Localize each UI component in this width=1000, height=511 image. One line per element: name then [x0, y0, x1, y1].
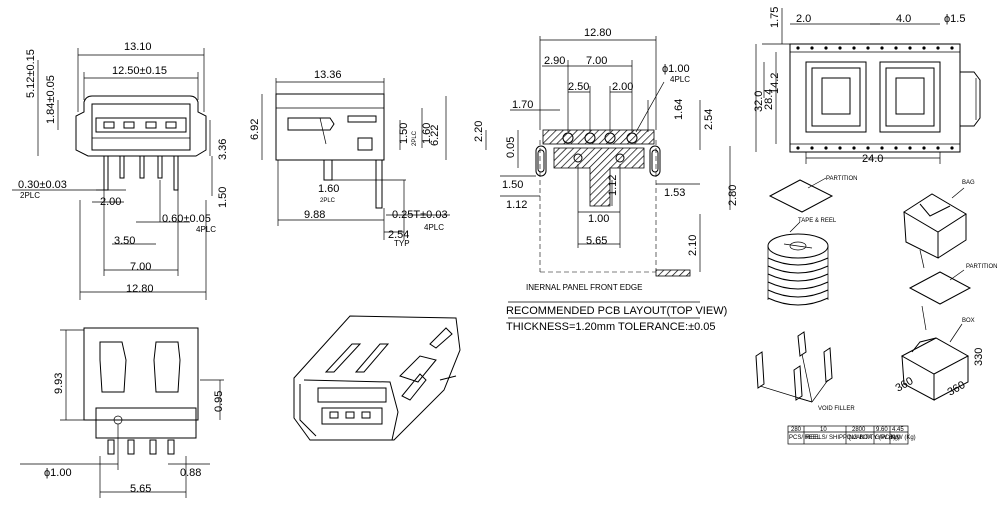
tape-dim-1-75: 1.75 [769, 7, 781, 28]
pcb-dim-1-64: 1.64 [673, 99, 685, 120]
pcb-subtitle: THICKNESS=1.20mm TOLERANCE:±0.05 [506, 321, 716, 333]
dim-0-30: 0.30±0.03 [18, 179, 67, 191]
pcb-note-4plc: 4PLC [670, 75, 690, 84]
box-dim-360-right: 360 [946, 379, 968, 399]
table-head-gw: G/W (Kg) [875, 435, 900, 441]
pcb-dim-7-00: 7.00 [586, 55, 607, 67]
box-dim-330: 330 [973, 348, 985, 366]
tape-drawing: 1.75 2.0 4.0 ϕ1.5 14.2 32.0 28.4 24.0 [753, 7, 981, 165]
tape-dim-28-4: 28.4 [763, 89, 775, 110]
note-4plc-side: 4PLC [424, 223, 444, 232]
pcb-dim-2-50: 2.50 [568, 81, 589, 93]
packaging-diagram: PARTITION TAPE & REEL BAG PARTITION [755, 176, 997, 445]
pcb-dim-1-00: 1.00 [588, 213, 609, 225]
dim-3-50: 3.50 [114, 235, 135, 247]
dim-6-92: 6.92 [249, 119, 261, 140]
table-head-nw: N/W (Kg) [891, 435, 916, 441]
table-cell-qty: 2800 [852, 427, 866, 433]
isometric-view [293, 315, 461, 441]
pcb-dim-0-05: 0.05 [505, 137, 517, 158]
dim-2-54-side: 2.54 [388, 229, 409, 241]
dim-1-50: 1.50 [217, 187, 229, 208]
tape-dim-phi-1-5: ϕ1.5 [944, 13, 965, 25]
label-void-filler: VOID FILLER [818, 406, 855, 412]
pcb-dim-2-00: 2.00 [612, 81, 633, 93]
side-view: 13.36 6.92 1.50 2PLC 1.60 6.22 1.60 2PLC… [249, 69, 450, 248]
dim-1-84: 1.84±0.05 [45, 75, 57, 124]
note-typ: TYP [394, 239, 410, 248]
dim-0-88: 0.88 [180, 467, 201, 479]
pcb-title: RECOMMENDED PCB LAYOUT(TOP VIEW) [506, 305, 727, 317]
note-2plc: 2PLC [20, 191, 40, 200]
dim-3-36: 3.36 [217, 139, 229, 160]
tape-dim-2-0: 2.0 [796, 13, 811, 25]
dim-6-22: 6.22 [429, 125, 441, 146]
label-partition-lower: PARTITION [966, 264, 997, 270]
table-cell-pcs: 280 [791, 427, 802, 433]
dim-5-65-rear: 5.65 [130, 483, 151, 495]
front-view: 13.10 12.50±0.15 5.12±0.15 1.84±0.05 3.3… [12, 41, 229, 300]
dim-phi-1-00: ϕ1.00 [44, 467, 72, 479]
pcb-dim-1-50: 1.50 [502, 179, 523, 191]
note-2plc-a: 2PLC [412, 130, 418, 146]
dim-13-10: 13.10 [124, 41, 152, 53]
dim-9-88: 9.88 [304, 209, 325, 221]
dim-9-93: 9.93 [53, 373, 65, 394]
dim-7-00: 7.00 [130, 261, 151, 273]
box-dim-360-left: 360 [894, 375, 916, 395]
pcb-dim-2-54: 2.54 [703, 109, 715, 130]
label-tape-reel: TAPE & REEL [798, 218, 837, 224]
tape-dim-4-0: 4.0 [896, 13, 911, 25]
label-box: BOX [962, 318, 975, 324]
pcb-dim-2-80: 2.80 [727, 185, 739, 206]
dim-2-00: 2.00 [100, 196, 121, 208]
dim-5-12: 5.12±0.15 [25, 49, 37, 98]
label-partition-top: PARTITION [826, 176, 857, 182]
pcb-dim-2-10: 2.10 [687, 235, 699, 256]
tape-dim-14-2: 14.2 [769, 73, 781, 94]
panel-edge-label: INERNAL PANEL FRONT EDGE [526, 283, 642, 292]
dim-0-25t: 0.25T±0.03 [392, 209, 448, 221]
dim-13-36: 13.36 [314, 69, 342, 81]
table-head-qty: QUANTITY (PCS) [847, 435, 895, 441]
table-head-pcs: PCS/ REEL [789, 435, 821, 441]
note-4plc: 4PLC [196, 225, 216, 234]
rear-view: 9.93 0.95 ϕ1.00 0.88 5.65 [20, 327, 225, 498]
pcb-dim-12-80: 12.80 [584, 27, 612, 39]
label-bag: BAG [962, 180, 975, 186]
table-cell-gw: 9.60 [876, 427, 888, 433]
pcb-layout: 12.80 2.90 7.00 ϕ1.00 4PLC 2.50 2.00 1.7… [473, 27, 739, 333]
tape-dim-24-0: 24.0 [862, 153, 883, 165]
dim-12-80: 12.80 [126, 283, 154, 295]
dim-1-60-side: 1.60 [421, 123, 433, 144]
pcb-dim-1-70: 1.70 [512, 99, 533, 111]
pcb-dim-1-12-left: 1.12 [506, 199, 527, 211]
pcb-dim-phi-1-00: ϕ1.00 [662, 63, 690, 75]
table-head-reels: REELS/ SHIPPING BOX [806, 435, 872, 441]
pcb-dim-1-53: 1.53 [664, 187, 685, 199]
dim-0-60: 0.60±0.05 [162, 213, 211, 225]
pcb-dim-2-90: 2.90 [544, 55, 565, 67]
table-cell-nw: 4.45 [892, 427, 904, 433]
dim-12-50: 12.50±0.15 [112, 65, 167, 77]
dim-1-50-side: 1.50 [398, 123, 410, 144]
note-2plc-b: 2PLC [320, 198, 336, 204]
tape-dim-32-0: 32.0 [753, 91, 765, 112]
table-cell-reels: 10 [820, 427, 827, 433]
dim-0-95: 0.95 [213, 391, 225, 412]
pcb-dim-2-20: 2.20 [473, 121, 485, 142]
pcb-dim-5-65: 5.65 [586, 235, 607, 247]
dim-1-60-bottom: 1.60 [318, 183, 339, 195]
pcb-dim-1-12-mid: 1.12 [607, 175, 619, 196]
